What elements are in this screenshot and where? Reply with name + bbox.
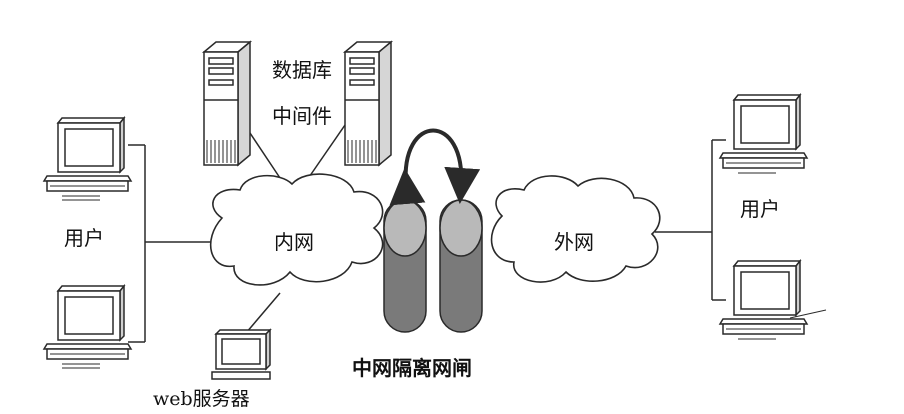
exchange-arrow-icon <box>389 128 481 206</box>
database-server-icon <box>201 40 253 167</box>
database-label: 数据库 <box>272 58 332 82</box>
gatekeeper-label: 中网隔离网闸 <box>352 356 472 380</box>
extranet-cloud-icon <box>490 175 661 283</box>
web-server-icon <box>211 328 272 380</box>
user-computer-right-top-icon <box>718 92 809 174</box>
middleware-label: 中间件 <box>272 104 332 128</box>
web-server-label: web服务器 <box>153 388 250 410</box>
user-computer-left-top-icon <box>42 115 133 201</box>
intranet-label: 内网 <box>274 230 314 254</box>
middleware-server-icon <box>342 40 394 167</box>
user-label-right: 用户 <box>740 197 780 221</box>
user-label-left: 用户 <box>64 226 104 250</box>
gatekeeper-unit-right-icon <box>439 199 483 333</box>
gatekeeper-unit-left-icon <box>383 199 427 333</box>
user-computer-right-bottom-icon <box>718 258 827 340</box>
user-computer-left-bottom-icon <box>42 283 133 369</box>
extranet-label: 外网 <box>554 230 594 254</box>
intranet-cloud-icon <box>209 173 384 286</box>
